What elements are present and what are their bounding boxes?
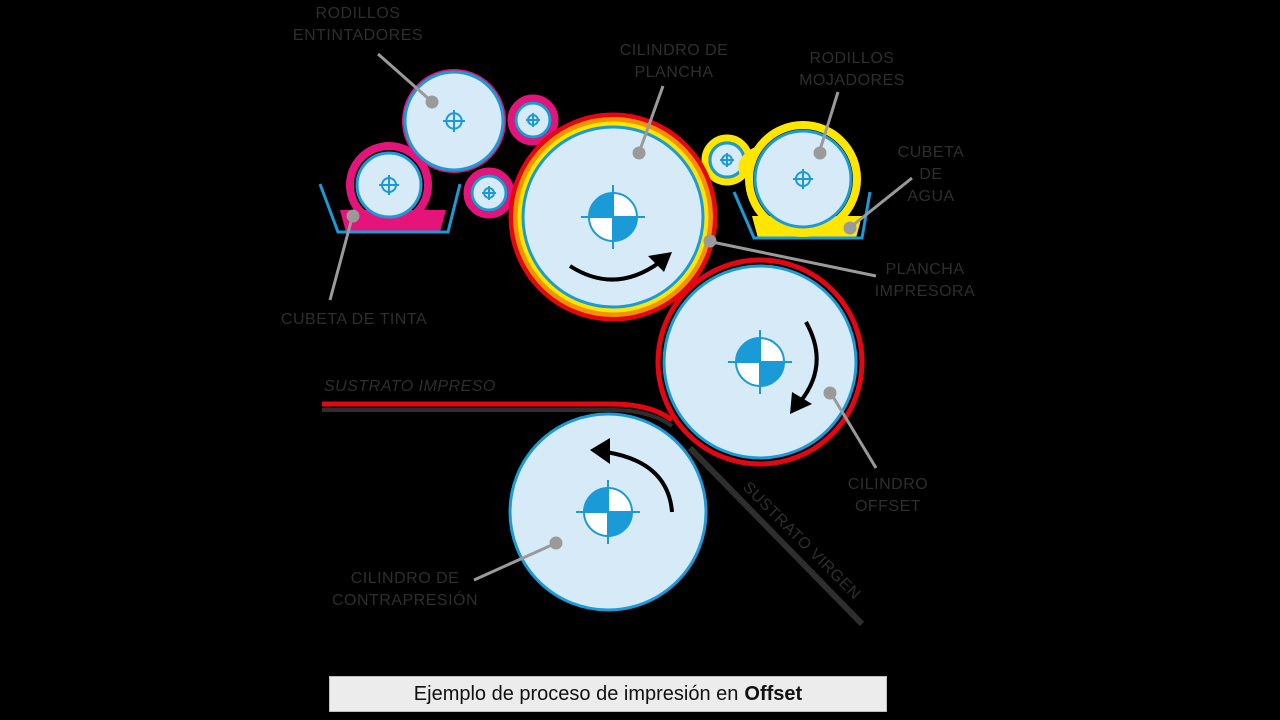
plate-rotation-arrow <box>568 260 662 282</box>
label-rodillos-mojadores-2: MOJADORES <box>799 72 905 89</box>
virgin-substrate-line <box>687 445 865 627</box>
quadrant-marker-icon <box>581 185 645 249</box>
cylinder-markers <box>576 185 792 544</box>
label-cubeta-agua-3: AGUA <box>907 188 954 205</box>
crosshair-icon <box>720 153 734 167</box>
quadrant-marker-icon <box>728 330 792 394</box>
caption-text: Ejemplo de proceso de impresión en <box>413 682 739 705</box>
crosshair-icon <box>482 186 496 200</box>
label-cilindro-contrapresion-1: CILINDRO DE <box>351 570 460 587</box>
crosshair-icon <box>379 175 399 195</box>
crosshair-icon <box>526 113 540 127</box>
quadrant-marker-icon <box>576 480 640 544</box>
labels: RODILLOS ENTINTADORES CILINDRO DE PLANCH… <box>281 5 975 609</box>
label-sustrato-virgen: SUSTRATO VIRGEN <box>739 479 863 603</box>
label-plancha-impresora-1: PLANCHA <box>885 261 964 278</box>
label-cilindro-contrapresion-2: CONTRAPRESIÓN <box>332 590 478 609</box>
label-cubeta-tinta: CUBETA DE TINTA <box>281 311 427 328</box>
label-cilindro-offset-1: CILINDRO <box>848 476 928 493</box>
printed-substrate-shadow <box>322 408 674 428</box>
roller-targets <box>379 110 813 200</box>
label-cubeta-agua-1: CUBETA <box>898 144 965 161</box>
impression-rotation-arrow <box>605 450 674 513</box>
leader-lines <box>328 52 913 582</box>
label-plancha-impresora-2: IMPRESORA <box>875 283 976 300</box>
label-rodillos-mojadores-1: RODILLOS <box>810 50 895 67</box>
printed-substrate-line <box>322 401 674 423</box>
rotation-arrows <box>568 252 819 513</box>
plate-arrow-head <box>648 252 672 272</box>
caption: Ejemplo de proceso de impresión en Offse… <box>329 676 887 712</box>
label-cilindro-offset-2: OFFSET <box>855 498 921 515</box>
crosshair-icon <box>793 169 813 189</box>
label-cubeta-agua-2: DE <box>919 166 942 183</box>
label-rodillos-entintadores-2: ENTINTADORES <box>293 27 423 44</box>
label-sustrato-impreso: SUSTRATO IMPRESO <box>324 378 496 395</box>
label-cilindro-plancha-2: PLANCHA <box>634 64 713 81</box>
crosshair-icon <box>443 110 465 132</box>
impression-arrow-head <box>590 438 610 464</box>
offset-arrow-head <box>790 392 812 414</box>
label-cilindro-plancha-1: CILINDRO DE <box>620 42 729 59</box>
caption-bold: Offset <box>744 682 803 705</box>
label-rodillos-entintadores-1: RODILLOS <box>316 5 401 22</box>
offset-rotation-arrow <box>798 321 819 404</box>
